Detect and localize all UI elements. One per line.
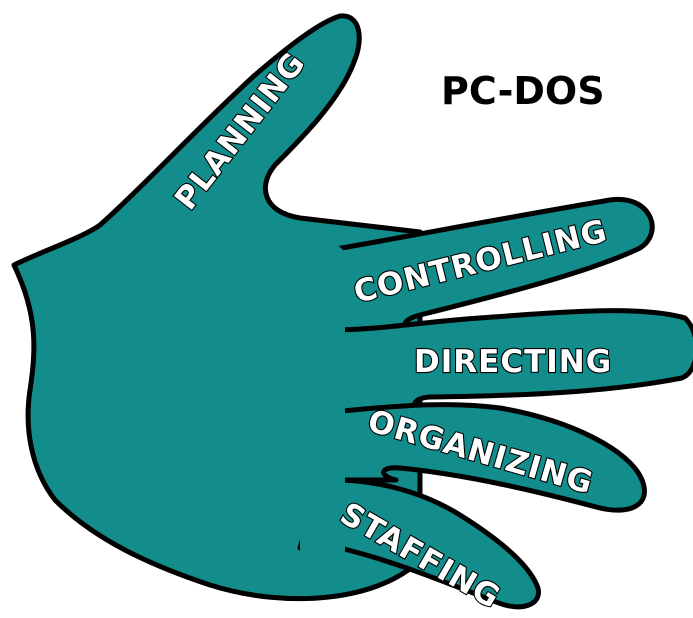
page-title: PC-DOS bbox=[441, 69, 605, 113]
finger-organizing bbox=[327, 402, 647, 513]
hand bbox=[11, 13, 693, 610]
finger-controlling bbox=[327, 196, 655, 335]
palm-fill-cover bbox=[300, 226, 345, 560]
label-directing: DIRECTING bbox=[414, 344, 612, 380]
finger-directing bbox=[327, 308, 693, 415]
finger-staffing bbox=[297, 477, 541, 610]
